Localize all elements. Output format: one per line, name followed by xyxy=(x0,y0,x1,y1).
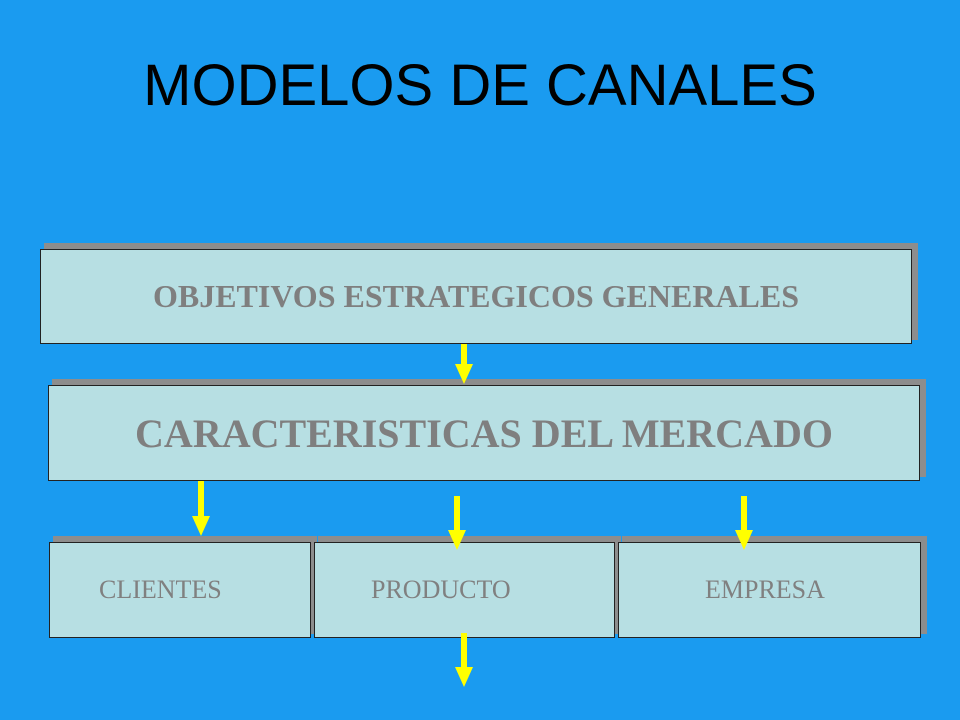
arrow-down-2 xyxy=(192,481,210,536)
caracteristicas-label: CARACTERISTICAS DEL MERCADO xyxy=(135,410,833,456)
segment-clientes-label: CLIENTES xyxy=(99,575,222,604)
slide-title: MODELOS DE CANALES xyxy=(143,53,817,118)
arrow-down-3 xyxy=(448,496,466,550)
arrow-down-4 xyxy=(735,496,753,550)
objetivos-box: OBJETIVOS ESTRATEGICOS GENERALES xyxy=(40,249,912,344)
segment-producto-label: PRODUCTO xyxy=(371,575,511,604)
segment-empresa-label: EMPRESA xyxy=(705,575,825,604)
arrow-down-1 xyxy=(455,344,473,384)
segment-empresa: EMPRESA xyxy=(618,542,921,638)
caracteristicas-box: CARACTERISTICAS DEL MERCADO xyxy=(48,385,920,481)
objetivos-label: OBJETIVOS ESTRATEGICOS GENERALES xyxy=(152,278,800,314)
segment-clientes: CLIENTES xyxy=(49,542,311,638)
arrow-down-5 xyxy=(455,633,473,687)
